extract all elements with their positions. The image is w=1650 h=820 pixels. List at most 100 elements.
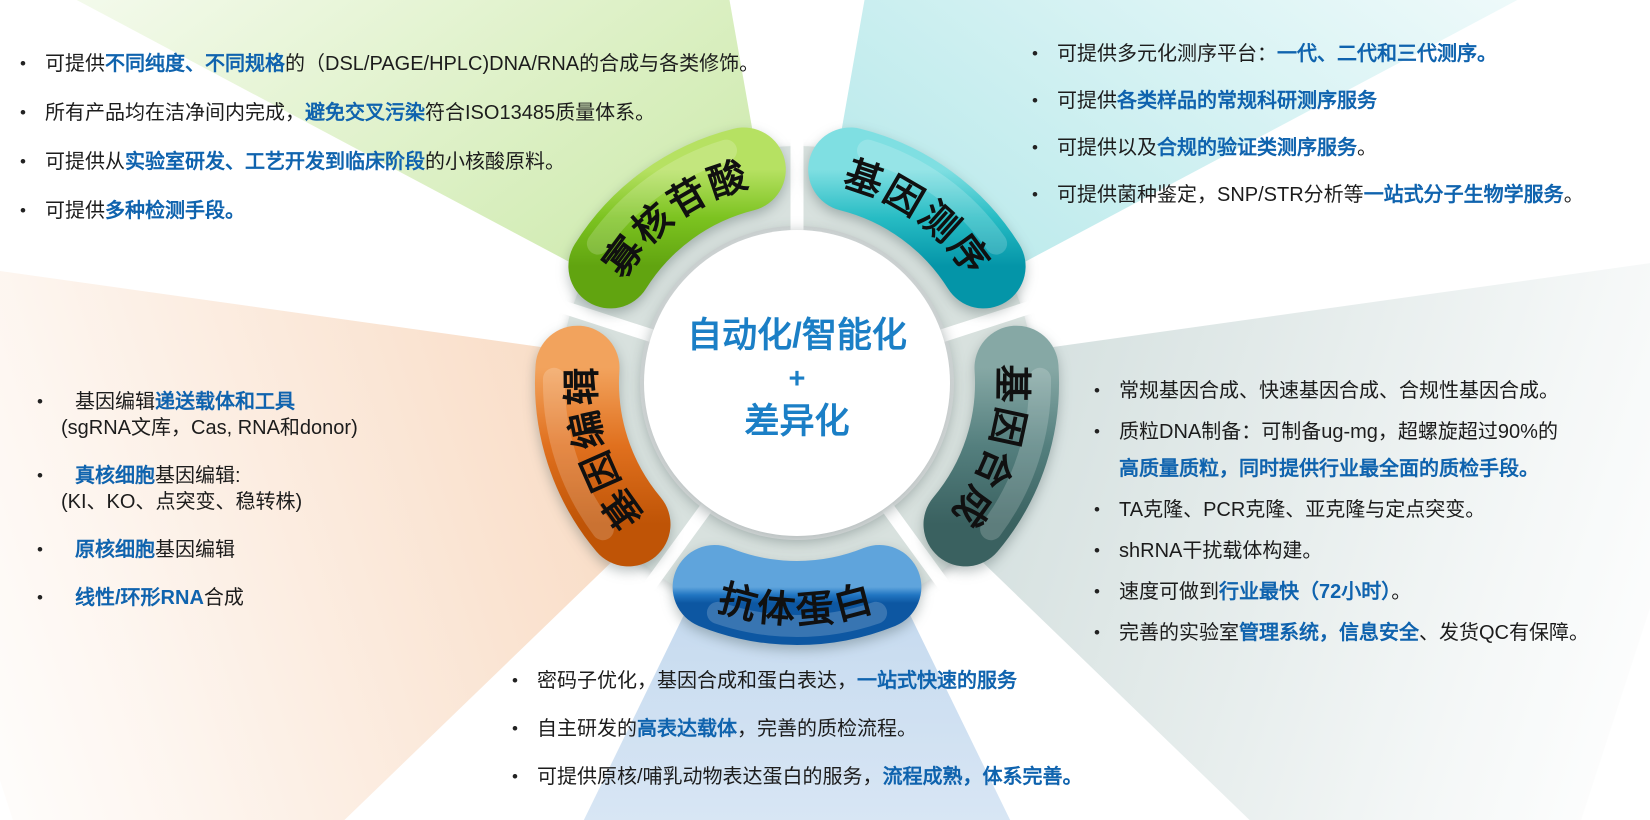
bullet-dot: • [1032, 44, 1038, 63]
text-run: 可提供菌种鉴定，SNP/STR分析等 [1057, 184, 1364, 206]
text-run: TA克隆、PCR克隆、亚克隆与定点突变。 [1119, 499, 1486, 521]
segment-arc-gene-editing [534, 325, 671, 567]
text-run: 、发货QC有保障。 [1419, 622, 1589, 644]
bullet-dot: • [1094, 381, 1100, 400]
bullet-item: •shRNA干扰载体构建。 [1092, 538, 1589, 564]
text-run: 的小核酸原料。 [425, 151, 565, 173]
bullet-item: • 可提供多元化测序平台：一代、二代和三代测序。 [1030, 41, 1584, 67]
bullet-item: • 密码子优化，基因合成和蛋白表达，一站式快速的服务 [510, 668, 1083, 694]
bullet-item: •速度可做到行业最快（72小时）。 [1092, 579, 1589, 605]
bullet-item: •常规基因合成、快速基因合成、合规性基因合成。 [1092, 378, 1589, 404]
bullet-dot: • [20, 54, 26, 73]
text-run: ，完善的质检流程。 [737, 718, 917, 740]
bullet-item: • 完善的实验室管理系统，信息安全、发货QC有保障。 [1092, 620, 1589, 646]
bullet-dot: • [20, 152, 26, 171]
bullet-dot: • [1094, 582, 1100, 601]
highlight-run: 不同纯度、不同规格 [105, 53, 285, 75]
bullet-item: • 原核细胞基因编辑 [33, 537, 358, 563]
bullet-item: •可提供不同纯度、不同规格的（DSL/PAGE/HPLC)DNA/RNA的合成与… [18, 51, 759, 77]
text-run: 符合ISO13485质量体系。 [425, 102, 656, 124]
bullet-dot: • [512, 767, 518, 786]
gene-sequencing-ray [838, 0, 1518, 272]
text-run: 速度可做到 [1119, 581, 1219, 603]
highlight-run: 高质量质粒，同时提供行业最全面的质检手段。 [1119, 458, 1539, 480]
bullet-dot: • [1094, 541, 1100, 560]
bullet-dot: • [512, 671, 518, 690]
bullet-item: • 可提供以及合规的验证类测序服务。 [1030, 135, 1584, 161]
segment-arc-gene-sequencing [808, 127, 1026, 309]
text-run: 可提供 [1057, 90, 1117, 112]
bullet-dot: • [20, 201, 26, 220]
bullet-item: •可提供各类样品的常规科研测序服务 [1030, 88, 1584, 114]
text-run: 基因编辑 [155, 539, 235, 561]
panel-oligonucleotide-bullets: •可提供不同纯度、不同规格的（DSL/PAGE/HPLC)DNA/RNA的合成与… [18, 51, 759, 247]
bullet-item: •可提供菌种鉴定，SNP/STR分析等一站式分子生物学服务。 [1030, 182, 1584, 208]
bullet-dot: • [1094, 500, 1100, 519]
bullet-dot: • [37, 588, 43, 607]
highlight-run: 流程成熟，体系完善。 [882, 766, 1083, 788]
text-run: (sgRNA文库，Cas, RNA和donor) [61, 417, 358, 439]
segment-arc-antibody-protein [672, 545, 922, 645]
center-line-1: 自动化/智能化 [687, 316, 907, 355]
text-run: 密码子优化，基因合成和蛋白表达， [537, 670, 857, 692]
segment-separator [937, 294, 1054, 343]
bullet-dot: • [20, 103, 26, 122]
text-run: 基因编辑: [155, 465, 241, 487]
text-run: (KI、KO、点突变、稳转株) [61, 491, 303, 513]
bullet-item: •可提供从实验室研发、工艺开发到临床阶段的小核酸原料。 [18, 149, 759, 175]
text-run: 可提供多元化测序平台： [1057, 43, 1277, 65]
gene-editing-ray [0, 270, 626, 820]
text-run: 合成 [203, 587, 244, 609]
text-run: 自主研发的 [537, 718, 637, 740]
text-run: 完善的实验室 [1119, 622, 1239, 644]
highlight-run: 行业最快（72小时） [1219, 581, 1392, 603]
bullet-item: •可提供多种检测手段。 [18, 198, 759, 224]
bullet-dot: • [1094, 422, 1100, 441]
bullet-item: •线性/环形RNA合成 [33, 585, 358, 611]
highlight-run: 一代、二代和三代测序。 [1277, 43, 1497, 65]
center-line-3: 差异化 [744, 402, 850, 441]
wheel-center-circle [644, 230, 950, 536]
segment-separator [879, 500, 960, 604]
highlight-run: 合规的验证类测序服务 [1157, 137, 1357, 159]
text-run: 。 [1357, 137, 1377, 159]
oligonucleotide-highlight-band [586, 139, 737, 255]
panel-gene-editing-bullets: •基因编辑递送载体和工具(sgRNA文库，Cas, RNA和donor)•真核细… [33, 389, 358, 633]
text-run: 可提供 [45, 200, 105, 222]
highlight-run: 一站式快速的服务 [857, 670, 1017, 692]
bullet-item: •真核细胞基因编辑:(KI、KO、点突变、稳转株) [33, 463, 358, 515]
oligonucleotide-ray [76, 0, 756, 272]
highlight-run: 真核细胞 [75, 465, 155, 487]
highlight-run: 避免交叉污染 [305, 102, 425, 124]
bullet-dot: • [37, 392, 43, 411]
bullet-dot: • [1032, 138, 1038, 157]
text-run: 可提供从 [45, 151, 125, 173]
text-run: 。 [1563, 184, 1584, 206]
gene-synthesis-highlight-band [980, 367, 1052, 541]
antibody-protein-highlight-band [706, 601, 888, 637]
text-run: 可提供 [45, 53, 105, 75]
highlight-run: 高表达载体 [637, 718, 737, 740]
text-run: 可提供原核/哺乳动物表达蛋白的服务， [537, 766, 883, 788]
highlight-run: 管理系统，信息安全 [1239, 622, 1419, 644]
text-run: 所有产品均在洁净间内完成， [45, 102, 305, 124]
highlight-run: 一站式分子生物学服务 [1363, 184, 1564, 206]
bullet-item: •基因编辑递送载体和工具(sgRNA文库，Cas, RNA和donor) [33, 389, 358, 441]
bullet-item: •自主研发的高表达载体，完善的质检流程。 [510, 716, 1083, 742]
bullet-dot: • [37, 540, 43, 559]
panel-antibody-protein-bullets: •密码子优化，基因合成和蛋白表达，一站式快速的服务•自主研发的高表达载体，完善的… [510, 668, 1083, 812]
segment-arc-oligonucleotide [568, 127, 786, 309]
highlight-run: 各类样品的常规科研测序服务 [1117, 90, 1377, 112]
gene-sequencing-highlight-band [857, 139, 1008, 255]
bullet-item: • 所有产品均在洁净间内完成，避免交叉污染符合ISO13485质量体系。 [18, 100, 759, 126]
text-run: 基因编辑 [75, 391, 155, 413]
panel-gene-sequencing-bullets: •可提供多元化测序平台：一代、二代和三代测序。•可提供各类样品的常规科研测序服务… [1030, 41, 1584, 229]
gene-editing-highlight-band [542, 367, 614, 541]
bullet-item: •质粒DNA制备：可制备ug-mg，超螺旋超过90%的高质量质粒，同时提供行业最… [1092, 419, 1589, 482]
antibody-protein-ray [583, 596, 1011, 820]
text-run: 可提供以及 [1057, 137, 1157, 159]
highlight-run: 原核细胞 [75, 539, 155, 561]
bullet-dot: • [1094, 623, 1100, 642]
